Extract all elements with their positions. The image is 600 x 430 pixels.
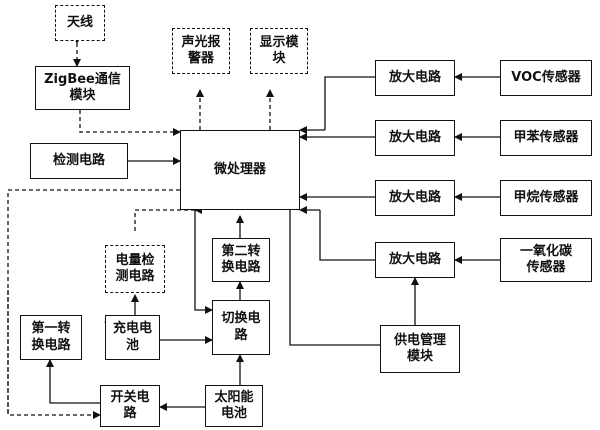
detect-circuit-block: 检测电路 (30, 143, 128, 179)
switch-circuit-block: 切换电 路 (212, 300, 270, 355)
microprocessor-block: 微处理器 (180, 130, 300, 210)
amplifier-block-4: 放大电路 (375, 242, 455, 278)
voc-sensor-block: VOC传感器 (500, 60, 592, 96)
power-detect-block: 电量检 测电路 (105, 245, 165, 293)
zigbee-module-block: ZigBee通信 模块 (35, 66, 130, 110)
first-convert-block: 第一转 换电路 (20, 315, 82, 360)
display-module-block: 显示模 块 (250, 28, 308, 74)
co-sensor-block: 一氧化碳 传感器 (500, 238, 592, 282)
antenna-block: 天线 (55, 5, 105, 41)
charge-battery-block: 充电电 池 (105, 315, 160, 360)
methane-sensor-block: 甲烷传感器 (500, 180, 592, 216)
power-management-block: 供电管理 模块 (380, 325, 460, 373)
amplifier-block-3: 放大电路 (375, 180, 455, 216)
toluene-sensor-block: 甲苯传感器 (500, 120, 592, 156)
amplifier-block-2: 放大电路 (375, 120, 455, 156)
alarm-block: 声光报 警器 (172, 28, 230, 74)
switch-block: 开关电 路 (100, 385, 160, 427)
solar-cell-block: 太阳能 电池 (205, 385, 263, 427)
amplifier-block-1: 放大电路 (375, 60, 455, 96)
second-convert-block: 第二转 换电路 (212, 238, 270, 282)
